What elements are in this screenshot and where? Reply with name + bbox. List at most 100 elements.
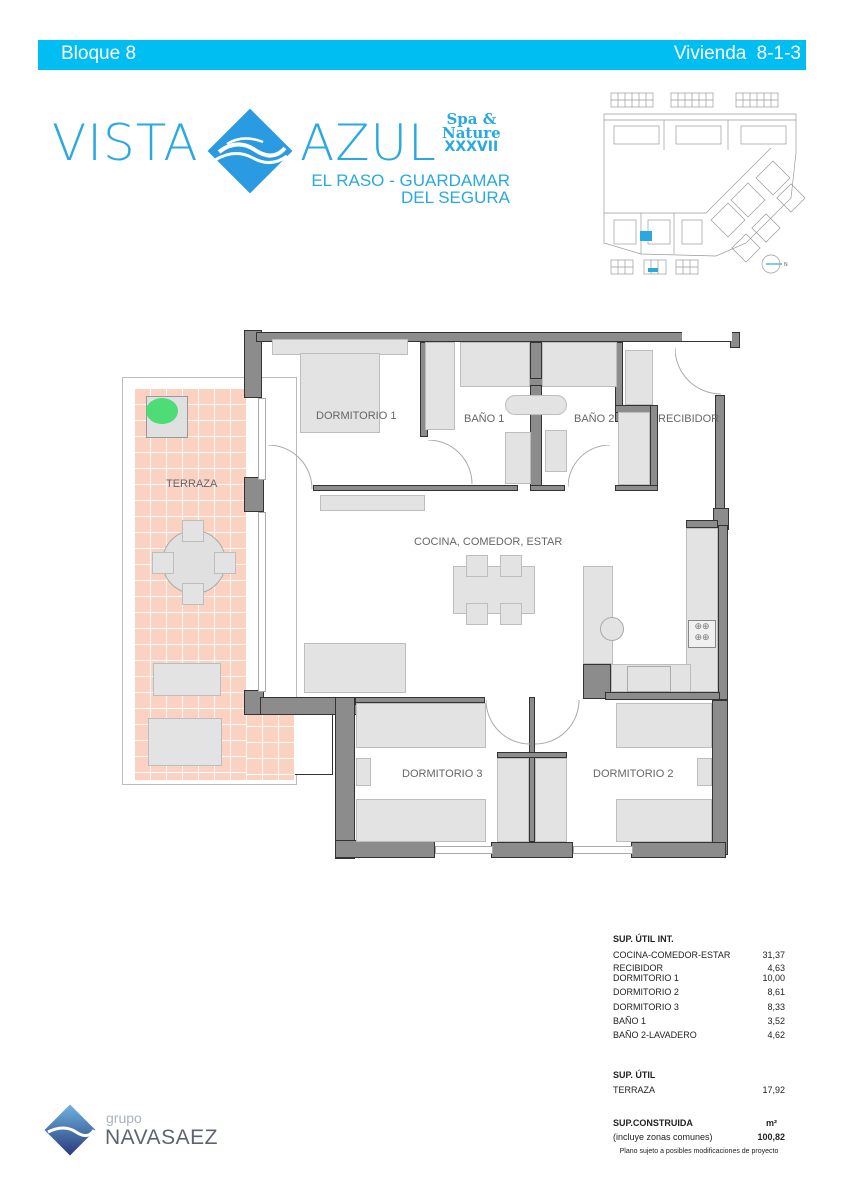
area-label: DORMITORIO 3 — [613, 1002, 679, 1012]
wardrobe — [425, 342, 455, 430]
door-swing — [486, 700, 531, 745]
wall-interior — [530, 485, 565, 491]
wall-interior — [650, 405, 658, 491]
single-bed — [356, 703, 486, 748]
room-label-bano-2: BAÑO 2 — [574, 413, 615, 425]
built-title: SUP.CONSTRUIDA — [613, 1118, 693, 1128]
toilet — [545, 430, 567, 472]
wall-interior — [615, 485, 658, 491]
sofa — [304, 643, 406, 693]
unit-label: Vivienda 8-1-3 — [673, 43, 801, 64]
dining-chair — [500, 603, 522, 625]
unit-highlight — [640, 231, 652, 241]
dining-chair — [500, 555, 522, 577]
area-value: 8,33 — [767, 1002, 785, 1012]
door-swing — [268, 445, 313, 490]
stool — [600, 617, 624, 641]
window — [258, 512, 266, 692]
area-label: BAÑO 2-LAVADERO — [613, 1030, 697, 1040]
area-value: 4,62 — [767, 1030, 785, 1040]
built-value: 100,82 — [757, 1132, 785, 1142]
navasaez-diamond-icon — [44, 1104, 96, 1156]
area-value: 8,61 — [767, 987, 785, 997]
nature-line: Nature — [442, 124, 501, 142]
entry-gap — [682, 325, 732, 341]
spa-line: Spa & — [446, 110, 497, 128]
wall-left-lower — [335, 697, 355, 859]
area-row: DORMITORIO 3 8,33 — [613, 1002, 785, 1012]
single-bed — [616, 799, 712, 842]
wall-interior — [686, 520, 718, 528]
terrace-chair — [152, 552, 174, 574]
area-row: RECIBIDOR 4,63 — [613, 963, 785, 973]
block-label: Bloque 8 — [61, 43, 137, 64]
terrace-step — [295, 710, 333, 775]
header-bar: Bloque 8 Vivienda 8-1-3 — [38, 40, 806, 70]
wardrobe — [535, 758, 567, 842]
area-value: 31,37 — [762, 950, 785, 960]
wall-right — [718, 525, 728, 700]
wall-bottom — [631, 842, 726, 858]
nightstand — [356, 758, 371, 786]
terrace-chair — [182, 583, 204, 605]
kitchen-sink — [627, 666, 671, 692]
window — [258, 398, 266, 480]
room-label-cocina-comedor-estar: COCINA, COMEDOR, ESTAR — [414, 536, 563, 548]
area-label: RECIBIDOR — [613, 963, 664, 973]
wave-diamond-icon — [207, 108, 293, 194]
single-bed — [616, 703, 712, 748]
plant-icon — [146, 398, 178, 424]
toilet — [505, 432, 531, 484]
area-label: DORMITORIO 1 — [613, 973, 679, 983]
floor-plan: ⊕⊕⊕⊕ DORMITORIO 1 BAÑO 1 BAÑO 2 RECIBIDO… — [122, 325, 740, 859]
closet — [625, 350, 653, 405]
wall-bottom — [491, 842, 573, 858]
wall-interior — [530, 342, 542, 490]
room-label-recibidor: RECIBIDOR — [658, 413, 720, 425]
terrace-lounger — [153, 663, 221, 696]
grupo-label: grupo — [106, 1110, 142, 1126]
interior-title: SUP. ÚTIL INT. — [613, 934, 674, 944]
room-label-dormitorio-3: DORMITORIO 3 — [402, 768, 483, 780]
area-value: 4,63 — [767, 963, 785, 973]
location-text: EL RASO - GUARDAMAR DEL SEGURA — [311, 172, 510, 206]
terrace-sofa — [148, 718, 222, 766]
nightstand — [697, 758, 712, 786]
dining-chair — [466, 555, 488, 577]
single-bed — [356, 799, 486, 842]
room-label-terraza: TERRAZA — [166, 478, 218, 490]
location-line-1: EL RASO - GUARDAMAR — [311, 171, 510, 190]
window — [435, 846, 493, 854]
terrace-chair — [182, 520, 204, 542]
edition-line: XXXVII — [444, 139, 499, 155]
area-row: BAÑO 2-LAVADERO 4,62 — [613, 1030, 785, 1040]
area-label: BAÑO 1 — [613, 1016, 647, 1026]
door-swing — [568, 445, 610, 487]
vista-azul-logo: VISTA AZUL Spa & Nature XXXVII EL RASO -… — [52, 108, 522, 218]
site-location-map: N — [603, 92, 806, 275]
sink-counter — [505, 395, 567, 415]
sideboard — [320, 495, 425, 511]
cooktop-icon: ⊕⊕⊕⊕ — [688, 620, 716, 648]
disclaimer: Plano sujeto a posibles modificaciones d… — [619, 1148, 779, 1155]
area-label: DORMITORIO 2 — [613, 987, 679, 997]
navasaez-label: NAVASAEZ — [105, 1126, 218, 1149]
wardrobe — [497, 758, 529, 842]
built-row: (incluye zonas comunes) 100,82 — [613, 1132, 785, 1142]
wall-right-lower — [712, 700, 728, 855]
wall-pillar — [244, 477, 264, 512]
wall — [244, 330, 262, 398]
room-label-bano-1: BAÑO 1 — [464, 413, 505, 425]
terrace-chair — [214, 552, 236, 574]
wall-interior — [497, 752, 567, 758]
double-bed — [300, 353, 380, 433]
built-note: (incluye zonas comunes) — [613, 1132, 713, 1142]
area-value: 17,92 — [762, 1085, 785, 1095]
spa-nature-badge: Spa & Nature XXXVII — [442, 110, 501, 155]
north-label: N — [784, 262, 788, 268]
